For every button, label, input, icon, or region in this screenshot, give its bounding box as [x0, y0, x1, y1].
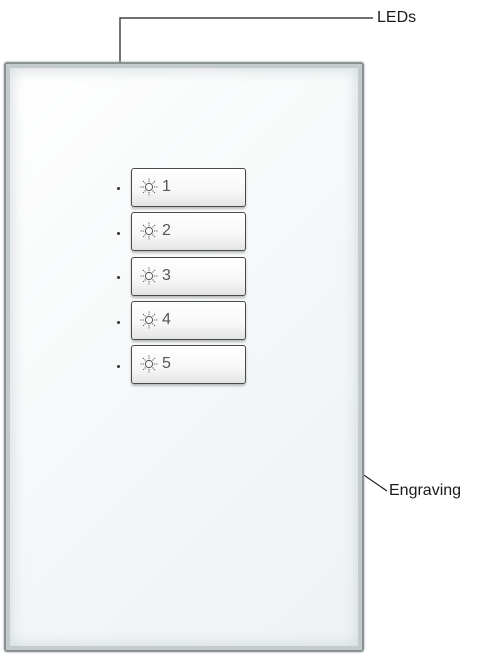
- button-number: 3: [162, 267, 171, 284]
- led-1: [117, 187, 120, 190]
- button-engraving: 5: [140, 354, 171, 374]
- keypad-button-2[interactable]: 2: [131, 212, 246, 251]
- sun-icon: [140, 267, 158, 285]
- button-engraving: 2: [140, 221, 171, 241]
- led-5: [117, 365, 120, 368]
- keypad-button-1[interactable]: 1: [131, 168, 246, 207]
- engraving-callout-label: Engraving: [389, 482, 462, 499]
- button-engraving: 4: [140, 310, 171, 330]
- keypad-button-4[interactable]: 4: [131, 301, 246, 340]
- keypad-button-5[interactable]: 5: [131, 345, 246, 384]
- button-number: 5: [162, 355, 171, 372]
- led-4: [117, 321, 120, 324]
- sun-icon: [140, 355, 158, 373]
- led-2: [117, 232, 120, 235]
- leds-callout-label: LEDs: [377, 9, 417, 26]
- led-3: [117, 276, 120, 279]
- button-number: 1: [162, 178, 171, 195]
- keypad-button-3[interactable]: 3: [131, 257, 246, 296]
- sun-icon: [140, 222, 158, 240]
- sun-icon: [140, 178, 158, 196]
- button-number: 2: [162, 222, 171, 239]
- button-engraving: 3: [140, 266, 171, 286]
- button-number: 4: [162, 311, 171, 328]
- sun-icon: [140, 311, 158, 329]
- button-engraving: 1: [140, 177, 171, 197]
